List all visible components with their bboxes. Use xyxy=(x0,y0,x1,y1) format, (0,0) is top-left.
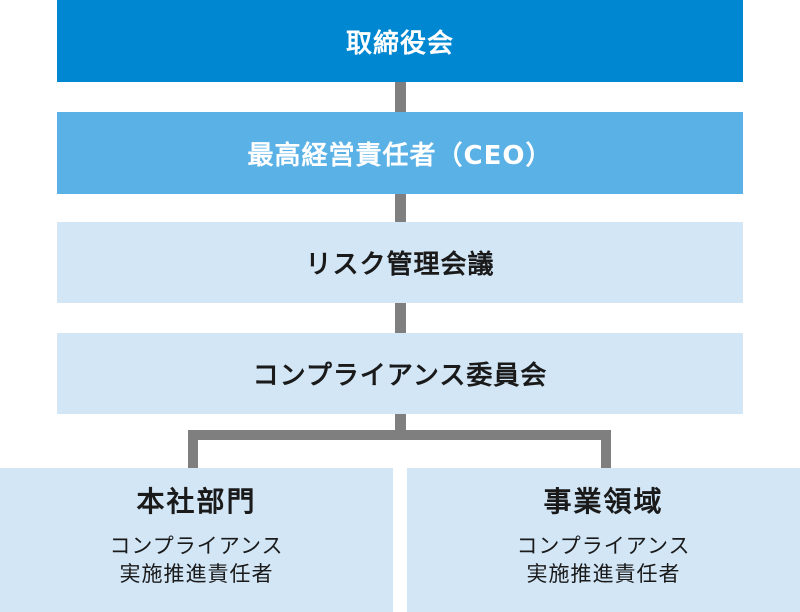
ceo-label: 最高経営責任者（CEO） xyxy=(247,140,553,171)
branch-business-domain-box: 事業領域 コンプライアンス 実施推進責任者 xyxy=(407,468,800,612)
connector-branch-horizontal xyxy=(188,430,611,440)
risk-committee-label: リスク管理会議 xyxy=(305,250,495,280)
connector-branch-left xyxy=(188,430,198,468)
branch-business-domain-line2: 実施推進責任者 xyxy=(526,562,681,586)
connector-board-ceo xyxy=(395,82,406,112)
branch-headquarters-line2: 実施推進責任者 xyxy=(119,562,274,586)
connector-ceo-risk xyxy=(395,194,406,222)
ceo-box: 最高経営責任者（CEO） xyxy=(57,112,743,194)
connector-branch-right xyxy=(601,430,611,468)
connector-compliance-branch-stem xyxy=(395,414,406,436)
branch-business-domain-line1: コンプライアンス xyxy=(516,534,691,558)
branch-headquarters-box: 本社部門 コンプライアンス 実施推進責任者 xyxy=(0,468,393,612)
compliance-committee-label: コンプライアンス委員会 xyxy=(252,361,548,391)
branch-headquarters-line1: コンプライアンス xyxy=(109,534,284,558)
risk-committee-box: リスク管理会議 xyxy=(57,222,743,303)
branch-headquarters-title: 本社部門 xyxy=(136,485,257,518)
board-box: 取締役会 xyxy=(57,0,743,82)
branch-business-domain-title: 事業領域 xyxy=(543,485,664,518)
board-label: 取締役会 xyxy=(345,28,454,59)
connector-risk-compliance xyxy=(395,303,406,333)
compliance-committee-box: コンプライアンス委員会 xyxy=(57,333,743,414)
